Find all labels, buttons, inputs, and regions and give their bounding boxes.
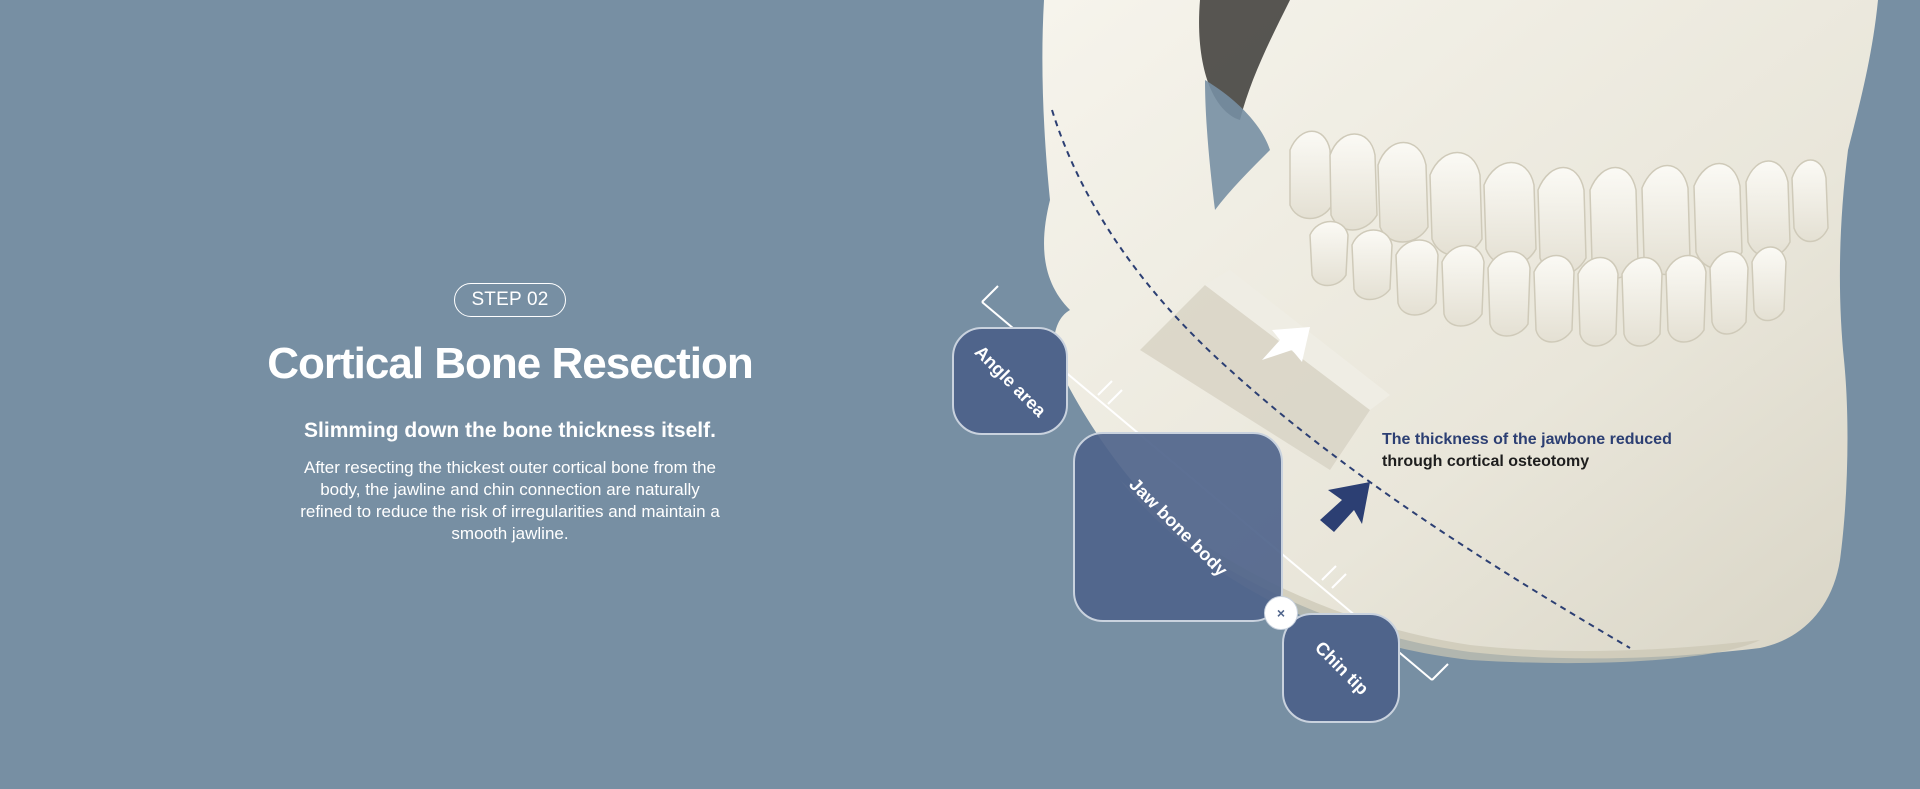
step-badge: STEP 02: [454, 283, 566, 317]
upper-teeth: [1289, 130, 1829, 280]
description: After resecting the thickest outer corti…: [300, 458, 720, 543]
close-icon: ×: [1276, 605, 1286, 621]
thickness-callout: The thickness of the jawbone reduced thr…: [1382, 429, 1672, 473]
page-title: Cortical Bone Resection: [267, 339, 754, 388]
subtitle: Slimming down the bone thickness itself.: [304, 419, 716, 442]
zone-jaw-bone-body-label: Jaw bone body: [1125, 473, 1232, 580]
ramus-notch: [1205, 80, 1270, 210]
callout-title: The thickness of the jawbone reduced: [1382, 431, 1672, 448]
arrow-up-right-icon: [1262, 327, 1310, 362]
resected-bone-strip: [1140, 285, 1370, 470]
callout-subtitle: through cortical osteotomy: [1382, 453, 1590, 470]
double-arrow-icon: [1320, 482, 1370, 532]
lower-teeth: [1309, 220, 1787, 347]
jawline-guide: [1051, 109, 1631, 649]
zone-angle-area[interactable]: Angle area: [952, 327, 1068, 435]
zone-jaw-bone-body[interactable]: Jaw bone body: [1073, 432, 1283, 622]
zone-chin-tip-label: Chin tip: [1310, 636, 1373, 699]
close-button[interactable]: ×: [1264, 596, 1298, 630]
zone-chin-tip[interactable]: Chin tip: [1282, 613, 1400, 723]
jaw-gap: [1199, 0, 1290, 120]
intro-panel: STEP 02 Cortical Bone Resection Slimming…: [160, 260, 860, 545]
zone-angle-area-label: Angle area: [970, 341, 1050, 421]
